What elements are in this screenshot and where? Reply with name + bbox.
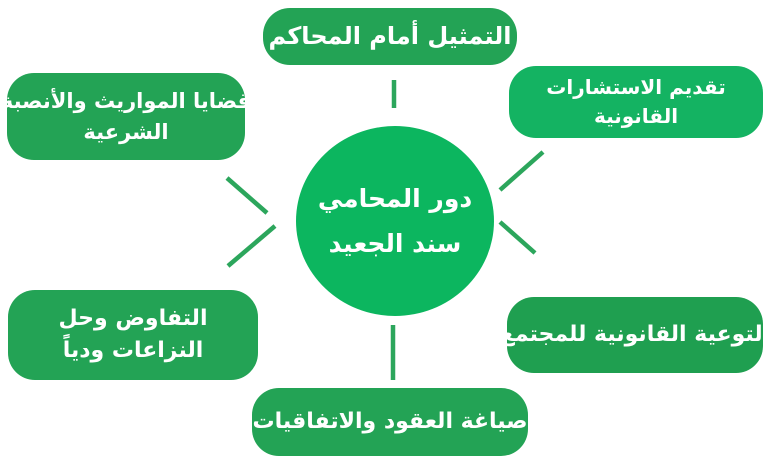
connector-bottom-left (226, 224, 277, 268)
center-label-line-2: سند الجعيد (328, 229, 462, 258)
node-negotiation-dispute-resolution: التفاوض وحل النزاعات ودياً (8, 290, 258, 380)
node-label-line-1: تقديم الاستشارات (546, 75, 726, 99)
center-node-lawyer-role: دور المحامي سند الجعيد (296, 126, 494, 316)
node-label-line-2: القانونية (593, 104, 679, 128)
connector-bottom-right (498, 220, 537, 255)
node-legal-consultations: تقديم الاستشارات القانونية (509, 66, 763, 138)
node-community-legal-awareness: التوعية القانونية للمجتمع (500, 297, 764, 373)
node-label: التوعية القانونية للمجتمع (499, 322, 764, 348)
connector-top-right (498, 150, 545, 192)
node-label-line-2: النزاعات ودياً (62, 338, 204, 363)
node-label-line-1: قضايا المواريث والأنصبة (0, 89, 252, 114)
node-label: صياغة العقود والاتفاقيات (252, 409, 528, 435)
connector-top-left (225, 176, 269, 215)
node-inheritance-cases: قضايا المواريث والأنصبة الشرعية (1, 73, 251, 160)
node-label-line-1: التفاوض وحل (58, 306, 208, 332)
center-label-line-1: دور المحامي (317, 184, 473, 213)
node-contract-drafting: صياغة العقود والاتفاقيات (252, 388, 528, 456)
node-label-line-2: الشرعية (83, 119, 169, 144)
node-court-representation: التمثيل أمام المحاكم (263, 8, 517, 65)
node-label: التمثيل أمام المحاكم (268, 22, 512, 51)
